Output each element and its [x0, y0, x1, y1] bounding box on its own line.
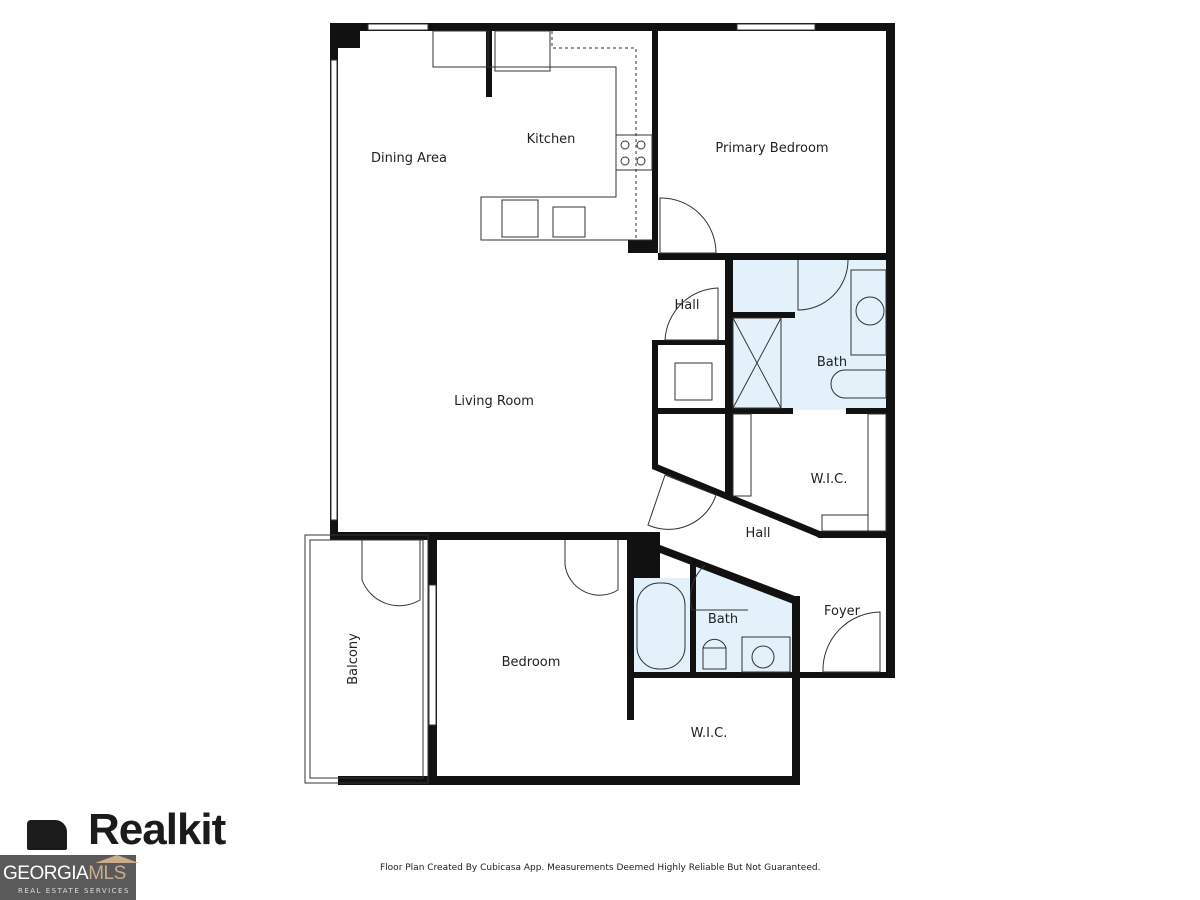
fixtures	[304, 30, 887, 784]
realkit-logo-icon	[27, 820, 67, 850]
bath-primary-fill	[733, 260, 886, 410]
label-kitchen: Kitchen	[527, 132, 576, 147]
label-bath-primary: Bath	[817, 355, 847, 370]
label-balcony: Balcony	[346, 633, 361, 685]
roof-icon	[95, 855, 139, 863]
label-living-room: Living Room	[454, 394, 534, 409]
label-primary-bedroom: Primary Bedroom	[715, 141, 828, 156]
windows-doors	[330, 23, 881, 726]
room-labels: Dining Area Kitchen Primary Bedroom Hall…	[346, 132, 861, 741]
tagline: REAL ESTATE SERVICES	[18, 887, 130, 895]
label-wic-second: W.I.C.	[691, 726, 728, 741]
label-dining-area: Dining Area	[371, 151, 447, 166]
label-hall-lower: Hall	[746, 526, 771, 541]
label-bath-second: Bath	[708, 612, 738, 627]
georgia-mls-logo: GEORGIAMLS REAL ESTATE SERVICES	[0, 855, 139, 900]
disclaimer-text: Floor Plan Created By Cubicasa App. Meas…	[380, 863, 821, 873]
label-bedroom: Bedroom	[502, 655, 561, 670]
realkit-logo: Realkit	[88, 805, 226, 854]
georgia-mls-wordmark: GEORGIAMLS	[3, 864, 126, 883]
label-foyer: Foyer	[824, 604, 861, 619]
label-hall-upper: Hall	[675, 298, 700, 313]
georgia-text: GEORGIA	[3, 863, 89, 884]
mls-text: MLS	[88, 863, 126, 884]
label-wic-primary: W.I.C.	[811, 472, 848, 487]
